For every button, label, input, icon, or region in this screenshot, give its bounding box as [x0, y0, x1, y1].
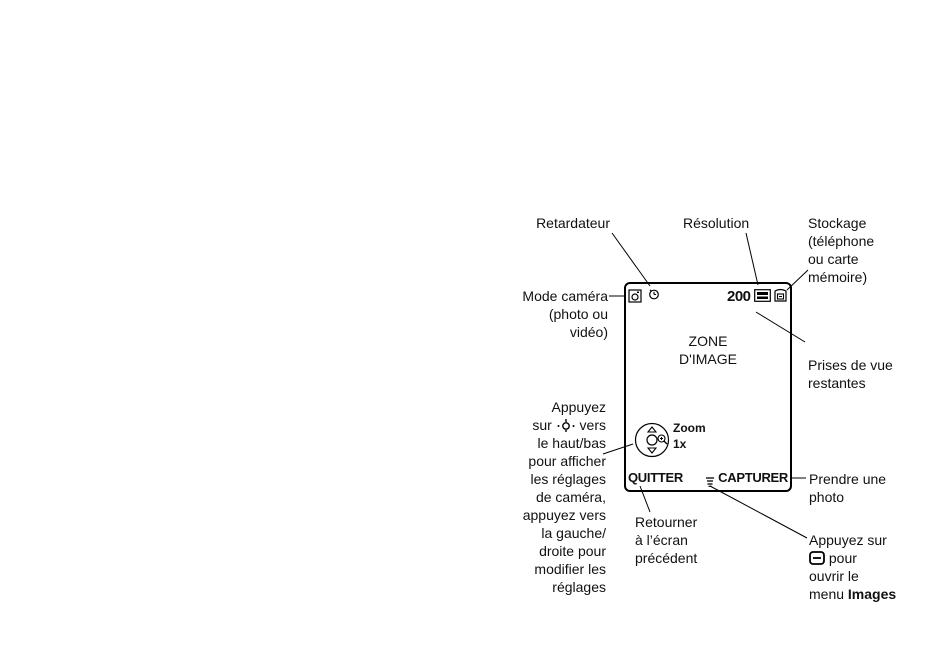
camera-mode-icon	[628, 289, 642, 303]
leader-menu	[709, 485, 808, 539]
label-resolution: Résolution	[683, 215, 750, 231]
label-prendre: Prendre une photo	[809, 471, 887, 505]
leader-nav	[602, 443, 634, 455]
storage-icon	[774, 288, 787, 302]
capture-softkey[interactable]: CAPTURER	[718, 470, 788, 485]
image-zone-label: ZONE D'IMAGE	[679, 333, 737, 367]
leader-retardateur	[611, 232, 651, 287]
label-appuyez-nav: Appuyez sur vers le haut/bas pour affich…	[522, 399, 606, 595]
timer-icon	[649, 289, 659, 300]
zoom-label: Zoom	[673, 421, 706, 435]
quit-softkey[interactable]: QUITTER	[628, 470, 683, 485]
label-prises: Prises de vue restantes	[808, 357, 893, 391]
label-retourner: Retourner à l’écran précédent	[635, 514, 698, 566]
nav-key-icon	[634, 422, 670, 458]
menu-button-icon	[809, 551, 825, 565]
nav-center-icon	[557, 419, 575, 432]
resolution-icon	[754, 289, 771, 302]
shots-remaining-count: 200	[727, 288, 751, 305]
zoom-value: 1x	[673, 437, 687, 451]
leader-resolution	[745, 232, 759, 286]
label-appuyez-menu: Appuyez sur pour ouvrir le menu Images	[809, 532, 897, 602]
label-mode-camera: Mode caméra (photo ou vidéo)	[522, 288, 608, 340]
label-retardateur: Retardateur	[536, 215, 610, 231]
label-stockage: Stockage (téléphone ou carte mémoire)	[808, 215, 875, 285]
zoom-in-icon	[657, 434, 668, 445]
leader-prises	[755, 311, 806, 343]
menu-key-icon[interactable]	[706, 477, 714, 487]
camera-viewfinder-screen: 200 ZONE D'IMAGE Zoom 1x QUITTER	[624, 282, 792, 492]
